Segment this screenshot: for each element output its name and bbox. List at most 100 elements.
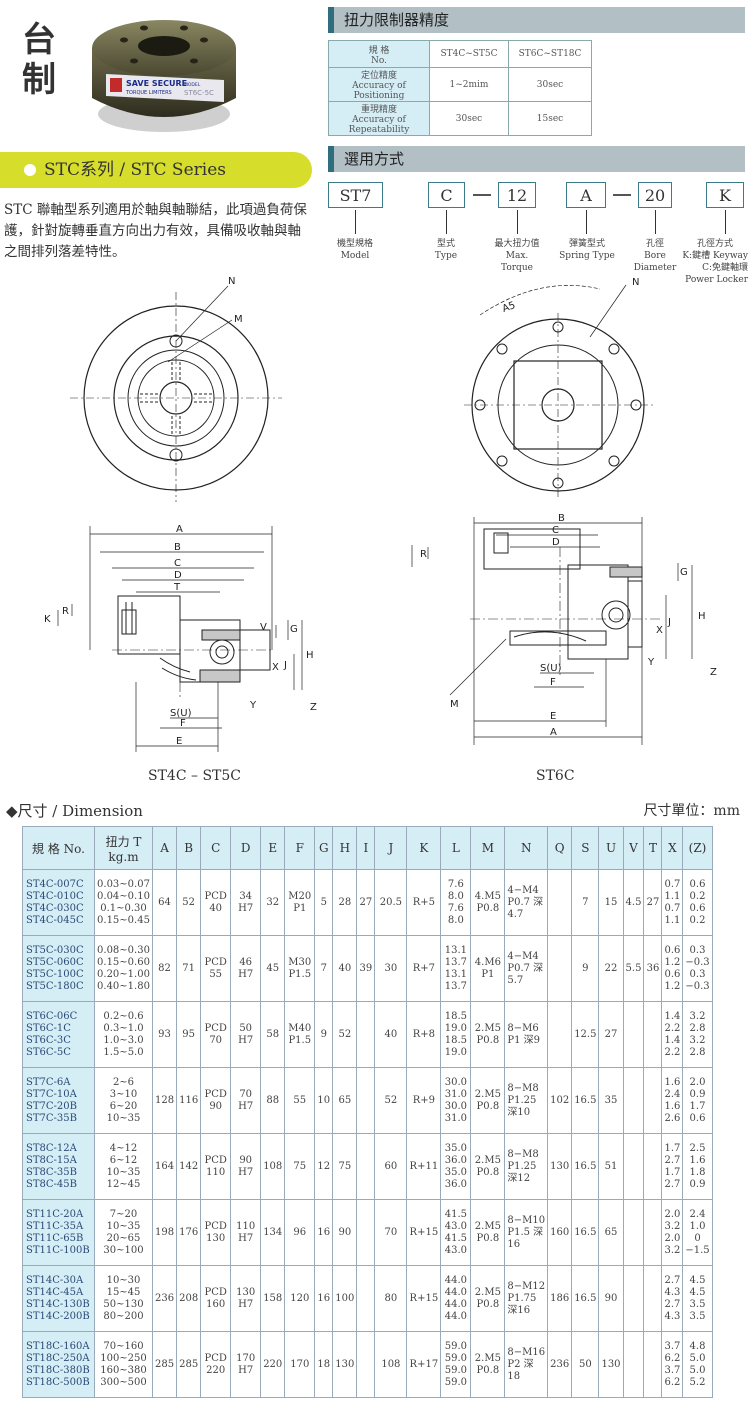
- drawing-caption-right: ST6C: [536, 768, 575, 784]
- dim-cell-H: 100: [332, 1265, 358, 1332]
- torque-cell-line: 6~20: [109, 1100, 138, 1112]
- dimension-header-cell: N: [504, 826, 549, 870]
- dimension-header-cell: (Z): [682, 826, 713, 870]
- model-label: MODEL: [184, 82, 201, 88]
- leader-line: [355, 210, 356, 234]
- dim-label-M-right: M: [450, 699, 459, 710]
- code-model: ST7: [328, 182, 383, 208]
- dim-cell-Z-line: 2.8: [689, 1046, 706, 1058]
- code-bore: 20: [638, 182, 672, 208]
- dim-label-B-right: B: [558, 513, 565, 524]
- model-cell-line: ST14C-200B: [26, 1310, 90, 1322]
- dim-label-E-right: E: [550, 711, 556, 722]
- model-cell-line: ST5C-030C: [26, 944, 84, 956]
- dim-label-G: G: [290, 624, 298, 635]
- dim-cell-G: 5: [314, 869, 334, 936]
- torque-cell-line: 0.08~0.30: [97, 944, 150, 956]
- model-cell-line: ST18C-250A: [26, 1352, 90, 1364]
- dim-cell-C: PCD 55: [200, 935, 232, 1002]
- dim-cell-B: 285: [176, 1331, 202, 1398]
- dim-cell-C: PCD 160: [200, 1265, 232, 1332]
- dim-cell-B: 176: [176, 1199, 202, 1266]
- dim-cell-Z-line: 0.2: [689, 890, 706, 902]
- dim-cell-J: 70: [374, 1199, 408, 1266]
- dim-cell-X-line: 3.7: [664, 1340, 681, 1352]
- dim-cell-E: 45: [260, 935, 286, 1002]
- code-bore-type: K: [706, 182, 744, 208]
- dim-cell-S: 50: [571, 1331, 600, 1398]
- dim-cell-V: [622, 1331, 645, 1398]
- dim-cell-B: 95: [176, 1001, 202, 1068]
- dim-cell-X-line: 1.2: [664, 956, 681, 968]
- dim-cell-L-line: 35.0: [444, 1166, 467, 1178]
- model-cell-line: ST4C-030C: [26, 902, 84, 914]
- dim-cell-X-line: 2.2: [664, 1046, 681, 1058]
- torque-cell-line: 10~35: [106, 1166, 141, 1178]
- dim-cell-M: 2.M5 P0.8: [470, 1133, 506, 1200]
- dim-cell-Z-line: 0.3: [689, 968, 706, 980]
- dim-cell-Z-line: 2.5: [689, 1142, 706, 1154]
- model-cell-line: ST7C-10A: [26, 1088, 77, 1100]
- dim-cell-T: [643, 1265, 663, 1332]
- model-value: ST6C-5C: [184, 89, 214, 97]
- dim-cell-L-line: 13.1: [444, 944, 467, 956]
- dim-cell-Q: 236: [547, 1331, 573, 1398]
- torque-cell-line: 0.15~0.45: [97, 914, 150, 926]
- dim-cell-Z-line: 1.7: [689, 1100, 706, 1112]
- drawing-st4c-st5c: N M A B C D T K R H G V J X Y Z S(U) F E: [44, 276, 317, 752]
- dim-cell-N: 4−M4 P0.7 深4.7: [504, 869, 549, 936]
- dim-cell-D: 34 H7: [230, 869, 262, 936]
- dim-label-C-right: C: [552, 525, 559, 536]
- dimension-header-cell: H: [332, 826, 358, 870]
- dim-cell-X-line: 3.7: [664, 1364, 681, 1376]
- torque-cell-line: 0.2~0.6: [103, 1010, 144, 1022]
- dim-label-H: H: [306, 650, 314, 661]
- dim-cell-X-line: 4.3: [664, 1286, 681, 1298]
- dim-cell-L-line: 36.0: [444, 1154, 467, 1166]
- dim-cell-B: 71: [176, 935, 202, 1002]
- dim-cell-C: PCD 220: [200, 1331, 232, 1398]
- dim-cell-D: 130 H7: [230, 1265, 262, 1332]
- dim-cell-L-line: 8.0: [447, 914, 464, 926]
- dim-cell-L-line: 44.0: [444, 1274, 467, 1286]
- model-cell-line: ST6C-1C: [26, 1022, 71, 1034]
- dim-cell-I: [356, 1067, 376, 1134]
- dim-label-J-right: J: [667, 617, 671, 628]
- dim-cell-L-line: 13.7: [444, 980, 467, 992]
- dim-cell-G: 16: [314, 1199, 334, 1266]
- dim-cell-U: 65: [598, 1199, 624, 1266]
- dim-cell-V: [622, 1001, 645, 1068]
- dim-cell-Z-line: 5.2: [689, 1376, 706, 1388]
- torque-cell-line: 160~380: [100, 1364, 147, 1376]
- brand-text: SAVE SECURE: [126, 79, 187, 88]
- dim-cell-Z-line: −0.3: [685, 980, 710, 992]
- dim-cell-U: 130: [598, 1331, 624, 1398]
- torque-cell-line: 7~20: [109, 1208, 138, 1220]
- dim-cell-U: 35: [598, 1067, 624, 1134]
- series-title-bar: STC系列 / STC Series: [0, 152, 312, 188]
- dim-cell-Z-line: 0.9: [689, 1088, 706, 1100]
- dim-cell-K: R+15: [406, 1199, 442, 1266]
- dim-cell-H: 40: [332, 935, 358, 1002]
- dim-cell-F: 96: [284, 1199, 316, 1266]
- dim-cell-L-line: 41.5: [444, 1232, 467, 1244]
- dim-cell-V: [622, 1199, 645, 1266]
- dim-cell-T: [643, 1199, 663, 1266]
- dim-cell-Q: 186: [547, 1265, 573, 1332]
- dim-cell-X-line: 1.7: [664, 1142, 681, 1154]
- accuracy-section-title: 扭力限制器精度: [328, 7, 745, 33]
- model-cell-line: ST18C-500B: [26, 1376, 90, 1388]
